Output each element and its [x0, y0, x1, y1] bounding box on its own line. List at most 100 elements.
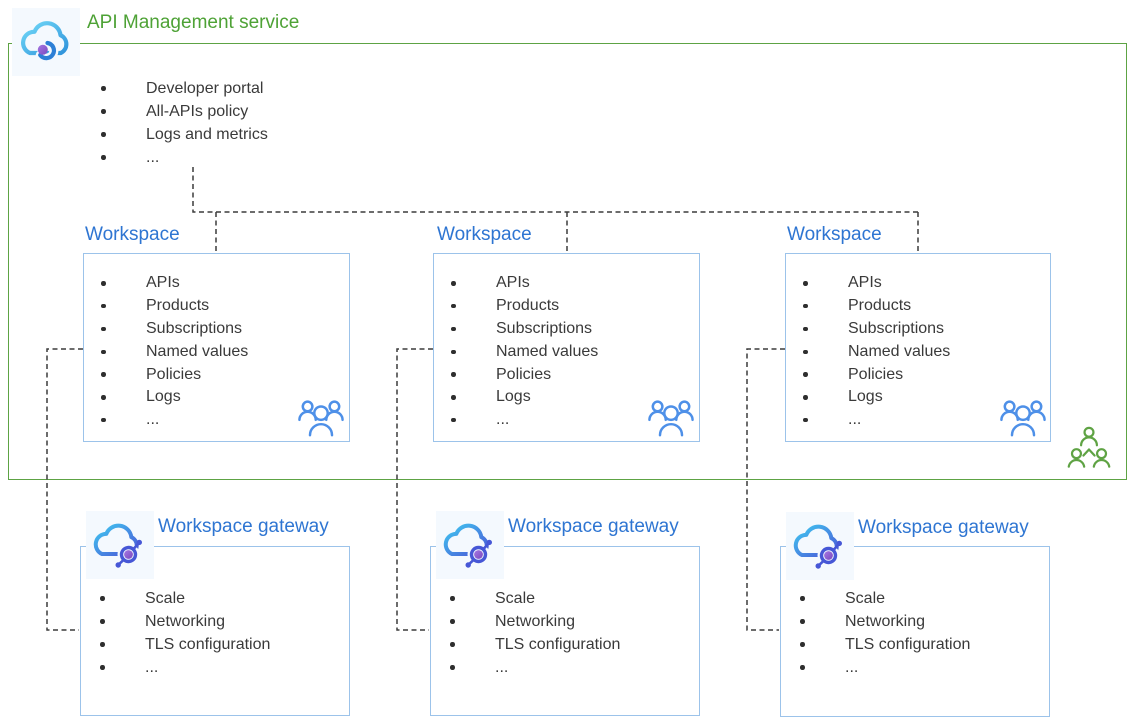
list-item: Products: [100, 295, 248, 318]
workspace-1-list: APIs Products Subscriptions Named values…: [100, 272, 248, 432]
list-item-text: Subscriptions: [496, 319, 593, 337]
list-item-text: ...: [145, 658, 159, 676]
api-management-service-container: [8, 43, 1127, 480]
list-item: Scale: [449, 587, 620, 610]
workspace-3-title: Workspace: [787, 224, 882, 245]
api-management-icon-tile: [12, 8, 80, 76]
workspace-1-title: Workspace: [85, 224, 180, 245]
team-people-icon: [298, 400, 344, 437]
list-item: Scale: [99, 587, 270, 610]
gateway-3-title: Workspace gateway: [858, 517, 1029, 538]
bullet-icon: [450, 304, 496, 309]
list-item-text: ...: [146, 411, 160, 429]
list-item-text: ...: [848, 411, 862, 429]
list-item-text: TLS configuration: [845, 635, 971, 653]
list-item-text: Named values: [496, 342, 599, 360]
bullet-icon: [99, 619, 145, 624]
list-item: Subscriptions: [802, 318, 950, 341]
bullet-icon: [100, 86, 146, 91]
bullet-icon: [450, 418, 496, 423]
list-item-text: Logs: [146, 388, 181, 406]
list-item-text: ...: [495, 658, 509, 676]
bullet-icon: [802, 418, 848, 423]
bullet-icon: [450, 327, 496, 332]
list-item-text: Subscriptions: [848, 319, 945, 337]
list-item-text: TLS configuration: [145, 635, 271, 653]
list-item: Networking: [799, 610, 970, 633]
list-item: ...: [799, 656, 970, 679]
list-item-text: Logs: [496, 388, 531, 406]
list-item: Products: [802, 295, 950, 318]
bullet-icon: [449, 596, 495, 601]
bullet-icon: [802, 350, 848, 355]
service-title: API Management service: [87, 12, 300, 33]
bullet-icon: [100, 350, 146, 355]
list-item-text: Policies: [496, 365, 552, 383]
list-item: Logs: [100, 386, 248, 409]
list-item-text: Subscriptions: [146, 319, 243, 337]
bullet-icon: [802, 372, 848, 377]
gateway-1-icon-tile: [86, 511, 154, 579]
list-item: Networking: [99, 610, 270, 633]
api-management-cloud-icon: [21, 21, 69, 63]
list-item-text: Named values: [848, 342, 951, 360]
gateway-2-list: Scale Networking TLS configuration ...: [449, 587, 620, 679]
list-item: ...: [802, 409, 950, 432]
list-item-text: ...: [496, 411, 510, 429]
bullet-icon: [450, 350, 496, 355]
service-feature-list: Developer portal All-APIs policy Logs an…: [100, 77, 268, 169]
bullet-icon: [100, 155, 146, 160]
list-item: Named values: [100, 340, 248, 363]
list-item-text: Scale: [845, 589, 886, 607]
list-item-text: ...: [146, 148, 160, 166]
list-item-text: Developer portal: [146, 79, 264, 97]
list-item: TLS configuration: [449, 633, 620, 656]
list-item-text: Policies: [146, 365, 202, 383]
list-item-text: Networking: [845, 612, 926, 630]
list-item-text: Logs: [848, 388, 883, 406]
list-item-text: Named values: [146, 342, 249, 360]
list-item: Subscriptions: [100, 318, 248, 341]
workspace-2-list: APIs Products Subscriptions Named values…: [450, 272, 598, 432]
bullet-icon: [99, 665, 145, 670]
bullet-icon: [450, 281, 496, 286]
list-item-text: Products: [496, 297, 560, 315]
list-item: ...: [450, 409, 598, 432]
bullet-icon: [799, 619, 845, 624]
bullet-icon: [799, 642, 845, 647]
list-item: Products: [450, 295, 598, 318]
bullet-icon: [799, 665, 845, 670]
gateway-3-icon-tile: [786, 512, 854, 580]
gateway-1-title: Workspace gateway: [158, 516, 329, 537]
bullet-icon: [100, 418, 146, 423]
team-people-icon: [648, 400, 694, 437]
gateway-3-list: Scale Networking TLS configuration ...: [799, 587, 970, 679]
list-item: ...: [100, 146, 268, 169]
list-item-text: Scale: [145, 589, 186, 607]
list-item-text: Products: [848, 297, 912, 315]
list-item: ...: [100, 409, 248, 432]
workspace-gateway-cloud-icon: [93, 523, 142, 568]
bullet-icon: [100, 304, 146, 309]
list-item-text: APIs: [848, 274, 882, 292]
team-people-icon: [1000, 400, 1046, 437]
list-item: Policies: [802, 363, 950, 386]
list-item-text: Logs and metrics: [146, 125, 268, 143]
list-item-text: APIs: [496, 274, 530, 292]
workspace-gateway-cloud-icon: [443, 523, 492, 568]
bullet-icon: [802, 304, 848, 309]
workspace-gateway-cloud-icon: [793, 524, 842, 569]
bullet-icon: [449, 665, 495, 670]
list-item-text: All-APIs policy: [146, 102, 249, 120]
bullet-icon: [100, 327, 146, 332]
bullet-icon: [450, 395, 496, 400]
bullet-icon: [100, 109, 146, 114]
list-item: Networking: [449, 610, 620, 633]
bullet-icon: [450, 372, 496, 377]
list-item: TLS configuration: [99, 633, 270, 656]
bullet-icon: [99, 596, 145, 601]
list-item: APIs: [100, 272, 248, 295]
list-item: Subscriptions: [450, 318, 598, 341]
bullet-icon: [100, 372, 146, 377]
bullet-icon: [802, 395, 848, 400]
